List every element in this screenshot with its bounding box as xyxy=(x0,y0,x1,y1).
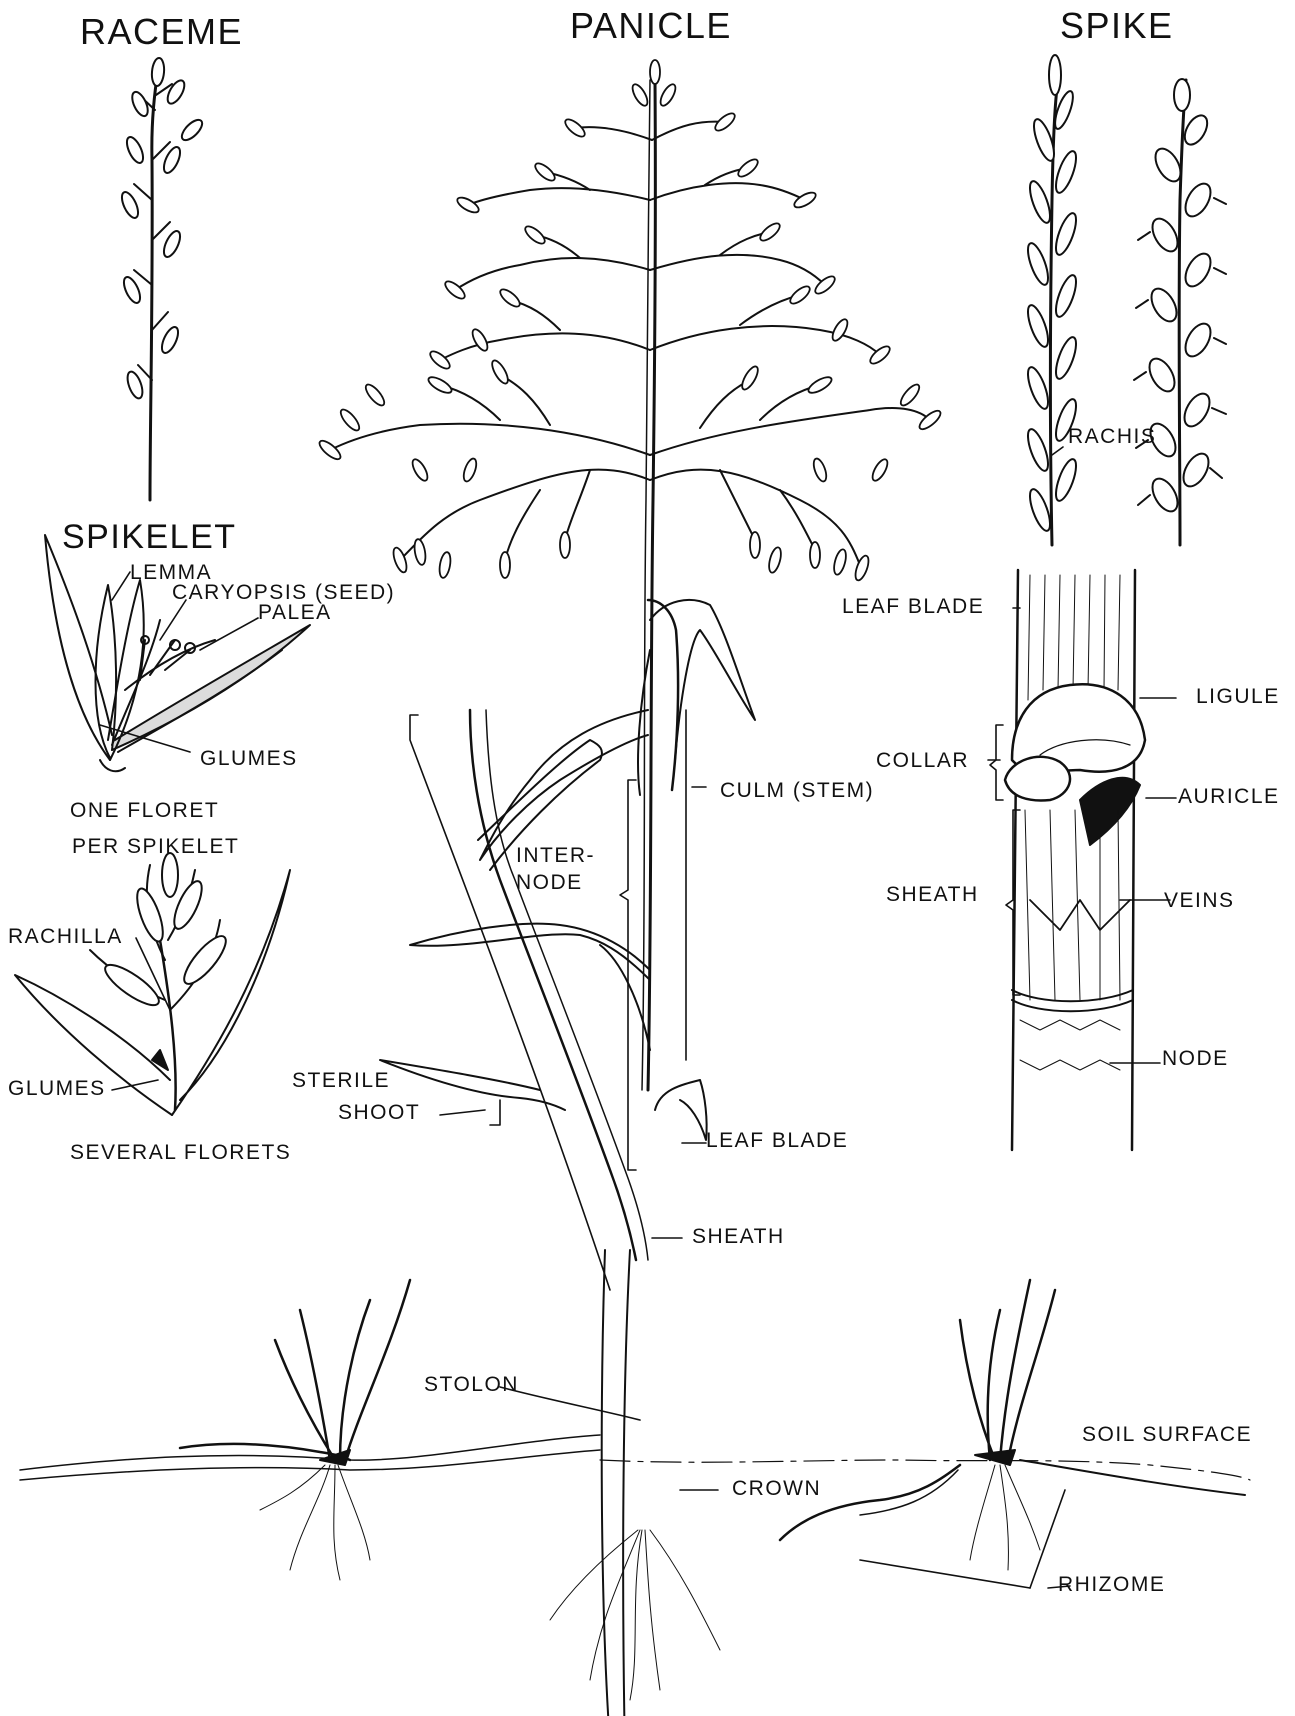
sheath-detail-label: SHEATH xyxy=(886,884,979,905)
stolon-label: STOLON xyxy=(424,1374,519,1395)
raceme-drawing xyxy=(119,58,206,500)
internode-label-2: NODE xyxy=(516,872,583,893)
shoot-label: SHOOT xyxy=(338,1102,420,1123)
palea-label: PALEA xyxy=(258,602,332,623)
spike-drawing xyxy=(1024,55,1226,545)
panicle-title: PANICLE xyxy=(570,8,732,44)
veins-label: VEINS xyxy=(1164,890,1235,911)
rhizome-label: RHIZOME xyxy=(1058,1574,1165,1595)
lemma-label: LEMMA xyxy=(130,562,212,583)
raceme-title: RACEME xyxy=(80,14,243,50)
glumes-label-top: GLUMES xyxy=(200,748,298,769)
culm-label: CULM (STEM) xyxy=(720,780,874,801)
caryopsis-label: CARYOPSIS (SEED) xyxy=(172,582,395,603)
rachilla-label: RACHILLA xyxy=(8,926,123,947)
per-spikelet-label: PER SPIKELET xyxy=(72,836,239,857)
crown-label: CROWN xyxy=(732,1478,821,1499)
ligule-label: LIGULE xyxy=(1196,686,1280,707)
rachis-label: RACHIS xyxy=(1068,426,1156,447)
glumes-label-bottom: GLUMES xyxy=(8,1078,106,1099)
leaf-blade-main-label: LEAF BLADE xyxy=(706,1130,848,1151)
node-label: NODE xyxy=(1162,1048,1229,1069)
several-florets-label: SEVERAL FLORETS xyxy=(70,1142,291,1163)
soil-surface-label: SOIL SURFACE xyxy=(1082,1424,1252,1445)
spikelet-title: SPIKELET xyxy=(62,520,237,554)
one-floret-label: ONE FLORET xyxy=(70,800,219,821)
auricle-label: AURICLE xyxy=(1178,786,1280,807)
leaf-blade-detail-label: LEAF BLADE xyxy=(842,596,984,617)
spike-title: SPIKE xyxy=(1060,8,1174,44)
collar-label: COLLAR xyxy=(876,750,969,771)
sheath-main-label: SHEATH xyxy=(692,1226,785,1247)
sterile-label: STERILE xyxy=(292,1070,390,1091)
internode-label-1: INTER- xyxy=(516,845,595,866)
spikelet-several-florets-drawing xyxy=(15,853,290,1115)
